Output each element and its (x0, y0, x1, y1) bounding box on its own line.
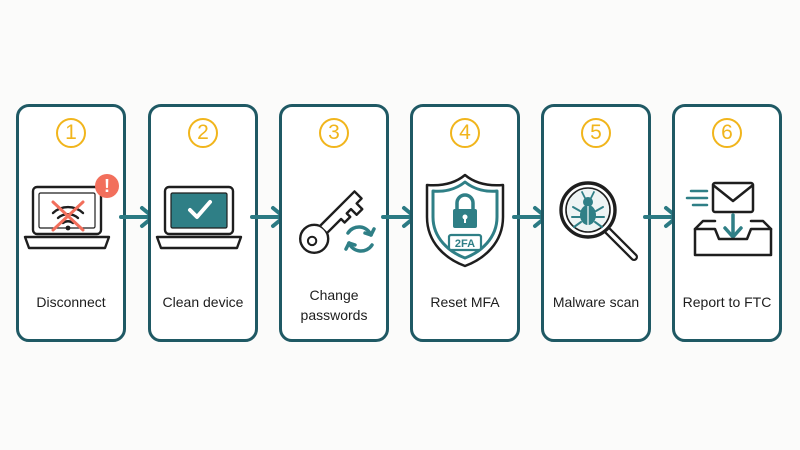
step-label: Report to FTC (682, 294, 772, 310)
step-label: Disconnect (36, 294, 106, 310)
shield-lock-2fa-icon: 2FA (425, 173, 505, 268)
two-factor-text: 2FA (455, 238, 475, 250)
step-number: 2 (188, 118, 218, 148)
key-refresh-icon (299, 190, 376, 254)
laptop-checkmark-icon (155, 185, 243, 250)
step-card-disconnect: 1 ! Disconnect (16, 104, 126, 342)
alert-text: ! (104, 176, 110, 196)
step-number: 4 (450, 118, 480, 148)
step-card-malware-scan: 5 Malware scan (541, 104, 651, 342)
step-number: 1 (56, 118, 86, 148)
step-label: Reset MFA (430, 294, 500, 310)
step-card-clean-device: 2 Clean device (148, 104, 258, 342)
step-number: 6 (712, 118, 742, 148)
magnifier-bug-icon (559, 181, 638, 261)
step-label: Malware scan (552, 294, 640, 310)
step-card-report-to-ftc: 6 Report to FTC (672, 104, 782, 342)
laptop-wifi-off-icon: ! (23, 174, 119, 250)
step-label: Clean device (162, 294, 244, 310)
step-card-change-passwords: 3 Change passwords (279, 104, 389, 342)
step-card-reset-mfa: 4 2FA Reset MFA (410, 104, 520, 342)
step-number: 3 (319, 118, 349, 148)
email-inbox-icon (685, 181, 773, 257)
step-label: Change passwords (300, 287, 368, 323)
step-number: 5 (581, 118, 611, 148)
